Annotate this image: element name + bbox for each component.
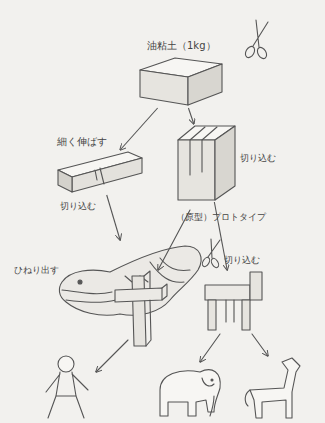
sketch-arrow [96, 210, 268, 372]
node-heading: 細く伸ばす [57, 136, 107, 147]
person-figure [46, 356, 88, 418]
clay-bar: 細く伸ばす切り込む [55, 150, 145, 195]
note-label: （原型）プロトタイプ [176, 213, 266, 223]
cross-prototype [115, 271, 167, 346]
flow-arrow [188, 108, 193, 124]
animal-prototype [205, 272, 262, 330]
cut-block: 切り込む [176, 124, 238, 202]
node-label: 切り込む [224, 256, 260, 266]
horse-figure [245, 358, 300, 418]
crocodile-sculpture: ひねり出す [58, 240, 206, 320]
animal-prototype: 切り込む [202, 270, 264, 332]
scissors-icon [244, 20, 269, 60]
flow-arrow [107, 195, 120, 240]
node-label: 切り込む [60, 202, 96, 212]
flow-arrow [120, 108, 158, 150]
node-label: 切り込む [240, 154, 276, 164]
node-heading: 油粘土（1kg） [147, 40, 216, 51]
clay-block [140, 58, 222, 105]
clay-bar [58, 152, 142, 192]
clay-block: 油粘土（1kg） [135, 58, 225, 108]
scissors-icon [201, 239, 220, 269]
crocodile-sculpture [59, 246, 201, 315]
cut-block [178, 126, 235, 200]
node-label: ひねり出す [14, 266, 59, 276]
elephant-figure [160, 370, 220, 416]
